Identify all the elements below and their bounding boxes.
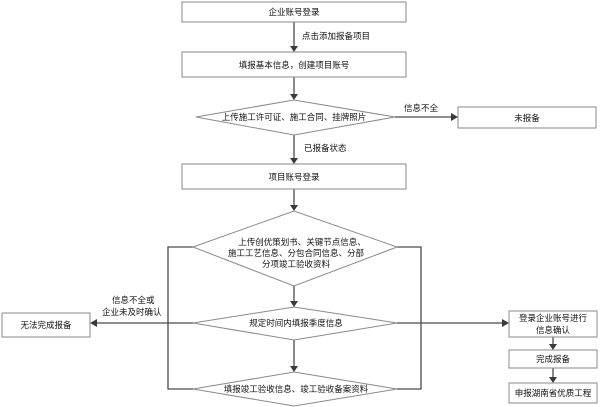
node-confirm-info: 登录企业账号进行 信息确认 xyxy=(508,310,598,338)
arrowhead xyxy=(290,94,298,100)
node-completion: 填报竣工验收信息、竣工验收备案资料 xyxy=(192,371,398,407)
node-fill-basic: 填报基本信息，创建项目账号 xyxy=(181,51,407,78)
arrowhead xyxy=(90,319,97,327)
node-label: 未报备 xyxy=(514,113,540,124)
node-quarterly: 规定时间内填报季度信息 xyxy=(192,306,398,341)
arrowhead xyxy=(549,344,557,350)
node-not-filed: 未报备 xyxy=(457,106,597,129)
arrowhead xyxy=(451,113,458,121)
arrowhead xyxy=(290,301,298,307)
node-label: 无法完成报备 xyxy=(20,320,72,331)
node-label: 填报竣工验收信息、竣工验收备案资料 xyxy=(224,384,369,395)
node-label: 项目账号登录 xyxy=(268,172,320,183)
edge-right-bus xyxy=(397,246,422,390)
arrowhead xyxy=(502,319,509,327)
node-label-line1: 登录企业账号进行 xyxy=(519,313,588,324)
node-label: 上传施工许可证、施工合同、挂牌照片 xyxy=(222,112,367,123)
edge-label-info-incomplete: 信息不全 xyxy=(404,103,439,114)
node-project-login: 项目账号登录 xyxy=(181,163,407,190)
node-label: 填报基本信息，创建项目账号 xyxy=(239,60,350,71)
node-filing-done: 完成报备 xyxy=(508,349,598,369)
edge-left-bus xyxy=(167,246,193,390)
node-label-line2: 信息确认 xyxy=(536,325,571,336)
arrowhead xyxy=(290,366,298,372)
edge-label-incomplete-line1: 信息不全或 xyxy=(112,295,155,306)
node-label-line1: 上传创优策划书、关键节点信息、 xyxy=(238,237,366,248)
node-label-line2: 施工工艺信息、分包合同信息、分部 xyxy=(228,248,365,259)
arrowhead xyxy=(290,158,298,164)
edge-label-incomplete-line2: 企业未及时确认 xyxy=(102,307,162,318)
node-cannot-complete: 无法完成报备 xyxy=(1,312,91,338)
node-upload-plan: 上传创优策划书、关键节点信息、 施工工艺信息、分包合同信息、分部 分项竣工验收资… xyxy=(191,210,399,287)
node-label: 企业账号登录 xyxy=(268,7,320,18)
edge-label-filed-status: 已报备状态 xyxy=(304,143,347,154)
node-apply-award: 申报湖南省优质工程 xyxy=(508,382,598,404)
node-label: 申报湖南省优质工程 xyxy=(515,388,592,399)
node-upload-permit: 上传施工许可证、施工合同、挂牌照片 xyxy=(195,99,396,136)
arrowhead xyxy=(290,205,298,211)
node-label-line3: 分项竣工验收资料 xyxy=(262,259,331,270)
arrowhead xyxy=(549,377,557,383)
node-label: 规定时间内填报季度信息 xyxy=(249,318,343,329)
node-label: 完成报备 xyxy=(536,354,571,365)
node-enterprise-login: 企业账号登录 xyxy=(181,1,407,23)
edge-label-click-add: 点击添加报备项目 xyxy=(302,31,370,42)
arrowhead xyxy=(290,46,298,52)
